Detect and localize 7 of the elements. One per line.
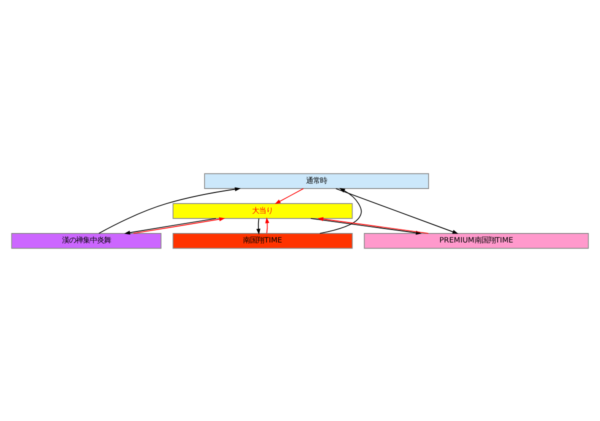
arrow (319, 188, 362, 234)
arrow (132, 216, 226, 234)
arrow (256, 218, 260, 234)
arrow (124, 218, 216, 234)
arrow (265, 216, 270, 234)
arrow (274, 188, 304, 204)
arrow (98, 186, 241, 234)
